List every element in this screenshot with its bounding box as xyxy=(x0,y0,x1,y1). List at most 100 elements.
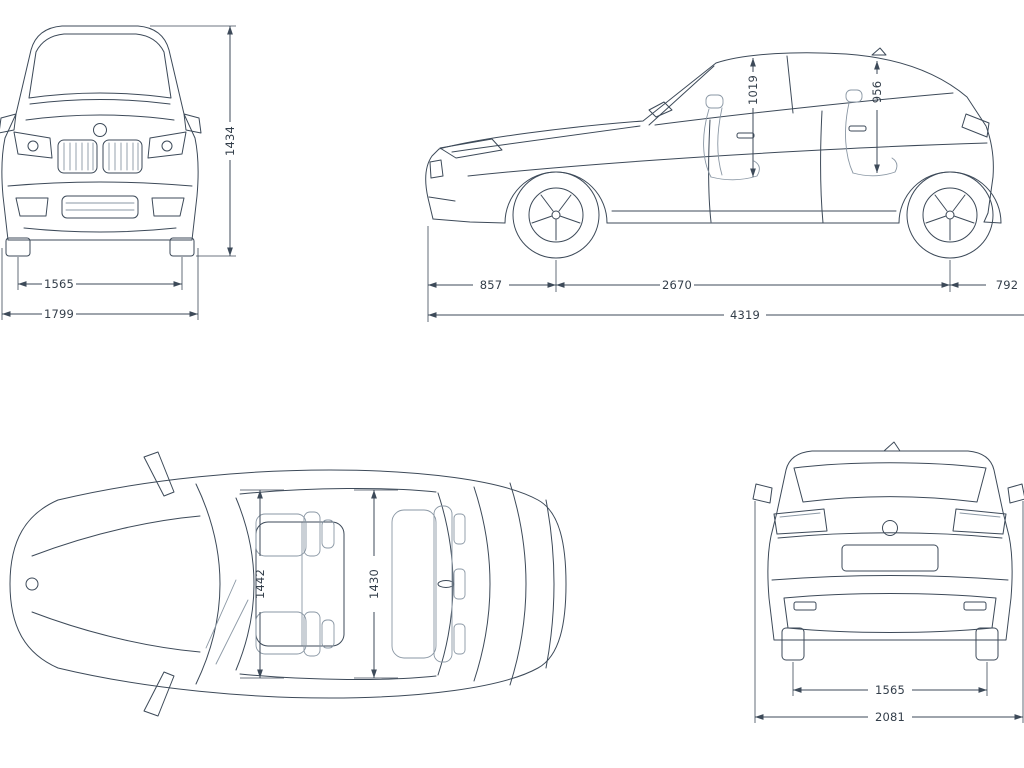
roof-antenna-fin xyxy=(871,47,887,56)
taillight-side xyxy=(961,113,990,138)
front-tire-right xyxy=(169,237,195,257)
rear-mirror-right xyxy=(1007,483,1024,504)
front-door-handle xyxy=(736,132,755,139)
mirror-right xyxy=(183,113,202,134)
dim-width-incl-mirrors: 2081 xyxy=(875,710,905,724)
rear-wheel-arch xyxy=(898,171,1002,224)
rear-seat xyxy=(845,89,898,177)
dim-overall-height: 1434 xyxy=(223,126,237,156)
dim-rear-track: 1565 xyxy=(875,683,905,697)
dim-rear-interior-height: 956 xyxy=(870,81,884,104)
front-door-line xyxy=(708,119,712,223)
front-view-dimensions: 1434 1565 1799 xyxy=(1,25,237,321)
rear-tire-left xyxy=(781,627,805,661)
front-wheel xyxy=(512,171,600,259)
grille-slats xyxy=(63,142,139,171)
side-view-drawing xyxy=(425,47,1002,259)
lower-valance xyxy=(783,593,997,633)
front-seat xyxy=(703,94,760,181)
top-front-seat-left xyxy=(255,511,335,557)
bumper-intake-slats xyxy=(65,202,135,211)
front-grille-side xyxy=(429,159,444,179)
dim-front-interior-height: 1019 xyxy=(746,75,760,105)
top-rear-bench xyxy=(391,505,466,663)
kidney-grille-right xyxy=(102,139,143,174)
dim-overall-length: 4319 xyxy=(730,308,760,322)
tailgate-edge-arc xyxy=(545,499,555,669)
bumper-lip xyxy=(23,227,177,233)
top-front-seat-right xyxy=(255,611,335,657)
dim-rear-interior-width: 1430 xyxy=(367,569,381,599)
license-plate-recess xyxy=(841,544,939,572)
headlight-left xyxy=(13,131,53,159)
windshield-outer-arc xyxy=(195,483,221,685)
front-view-drawing xyxy=(0,25,202,257)
rear-antenna-fin xyxy=(883,441,901,452)
roof-edge-lower xyxy=(239,673,437,681)
roof-edge-upper xyxy=(239,487,437,495)
side-view-dimensions: 1019 956 857 2670 792 4319 xyxy=(427,58,1024,322)
front-body-outline xyxy=(1,25,199,241)
sunroof xyxy=(255,521,345,647)
rear-window-outer-arc xyxy=(473,486,491,682)
tailgate-crease xyxy=(777,532,1003,539)
side-mirror xyxy=(648,101,673,118)
hood-roundel xyxy=(25,577,39,591)
side-body-outline xyxy=(425,52,994,223)
rear-mirror-left xyxy=(752,483,773,504)
windshield xyxy=(28,33,172,99)
rear-roundel xyxy=(882,520,898,536)
top-body-outline xyxy=(9,469,567,699)
top-view-drawing xyxy=(9,451,567,717)
rear-view: 1565 2081 xyxy=(752,441,1024,724)
front-wheel-spokes xyxy=(531,194,581,241)
taillight-right xyxy=(952,508,1007,535)
hood-crease-lower xyxy=(25,114,175,121)
bumper-side-intake-right xyxy=(151,197,185,217)
dim-front-track: 1565 xyxy=(44,277,74,291)
bumper-side-intake-left xyxy=(15,197,49,217)
taillight-right-inner xyxy=(959,512,1001,518)
hood-crease-upper xyxy=(29,99,171,105)
front-tire-left xyxy=(5,237,31,257)
fender-crease-upper xyxy=(31,515,201,557)
wipers xyxy=(205,579,249,665)
side-headlight xyxy=(439,138,503,159)
taillight-left xyxy=(773,508,828,535)
front-view: 1434 1565 1799 xyxy=(0,25,237,321)
front-intake-line xyxy=(428,196,456,202)
hood-line xyxy=(451,125,641,153)
headlight-left-lens xyxy=(27,140,39,152)
headlight-right xyxy=(147,131,187,159)
bumper-crease xyxy=(7,181,193,187)
front-wheel-arch xyxy=(504,171,608,224)
kidney-grille-left xyxy=(57,139,98,174)
rear-window xyxy=(793,462,987,503)
b-pillar xyxy=(786,55,794,114)
rear-tire-right xyxy=(975,627,999,661)
taillight-left-inner xyxy=(779,512,821,518)
top-mirror-upper xyxy=(143,451,175,497)
mirror-left xyxy=(0,113,17,134)
bmw-roundel xyxy=(93,123,107,137)
top-view-dimensions: 1442 1430 xyxy=(240,489,398,679)
dim-front-interior-width: 1442 xyxy=(253,569,267,599)
dim-overall-width: 1799 xyxy=(44,307,74,321)
bumper-top-line xyxy=(771,575,1009,581)
rear-wheel xyxy=(906,171,994,259)
reflector-right xyxy=(963,601,987,611)
rear-body-outline xyxy=(767,450,1013,641)
rear-door-handle xyxy=(848,125,867,132)
top-mirror-lower xyxy=(143,671,175,717)
dim-front-overhang: 857 xyxy=(480,278,503,292)
window-sill-line xyxy=(654,92,954,126)
side-view: 1019 956 857 2670 792 4319 xyxy=(425,47,1024,322)
rear-door-line xyxy=(820,110,824,224)
rear-view-dimensions: 1565 2081 xyxy=(754,501,1024,724)
rear-wheel-spokes xyxy=(925,194,975,241)
fender-crease-lower xyxy=(31,611,201,653)
character-line xyxy=(467,142,988,177)
bumper-center-intake xyxy=(61,195,139,219)
